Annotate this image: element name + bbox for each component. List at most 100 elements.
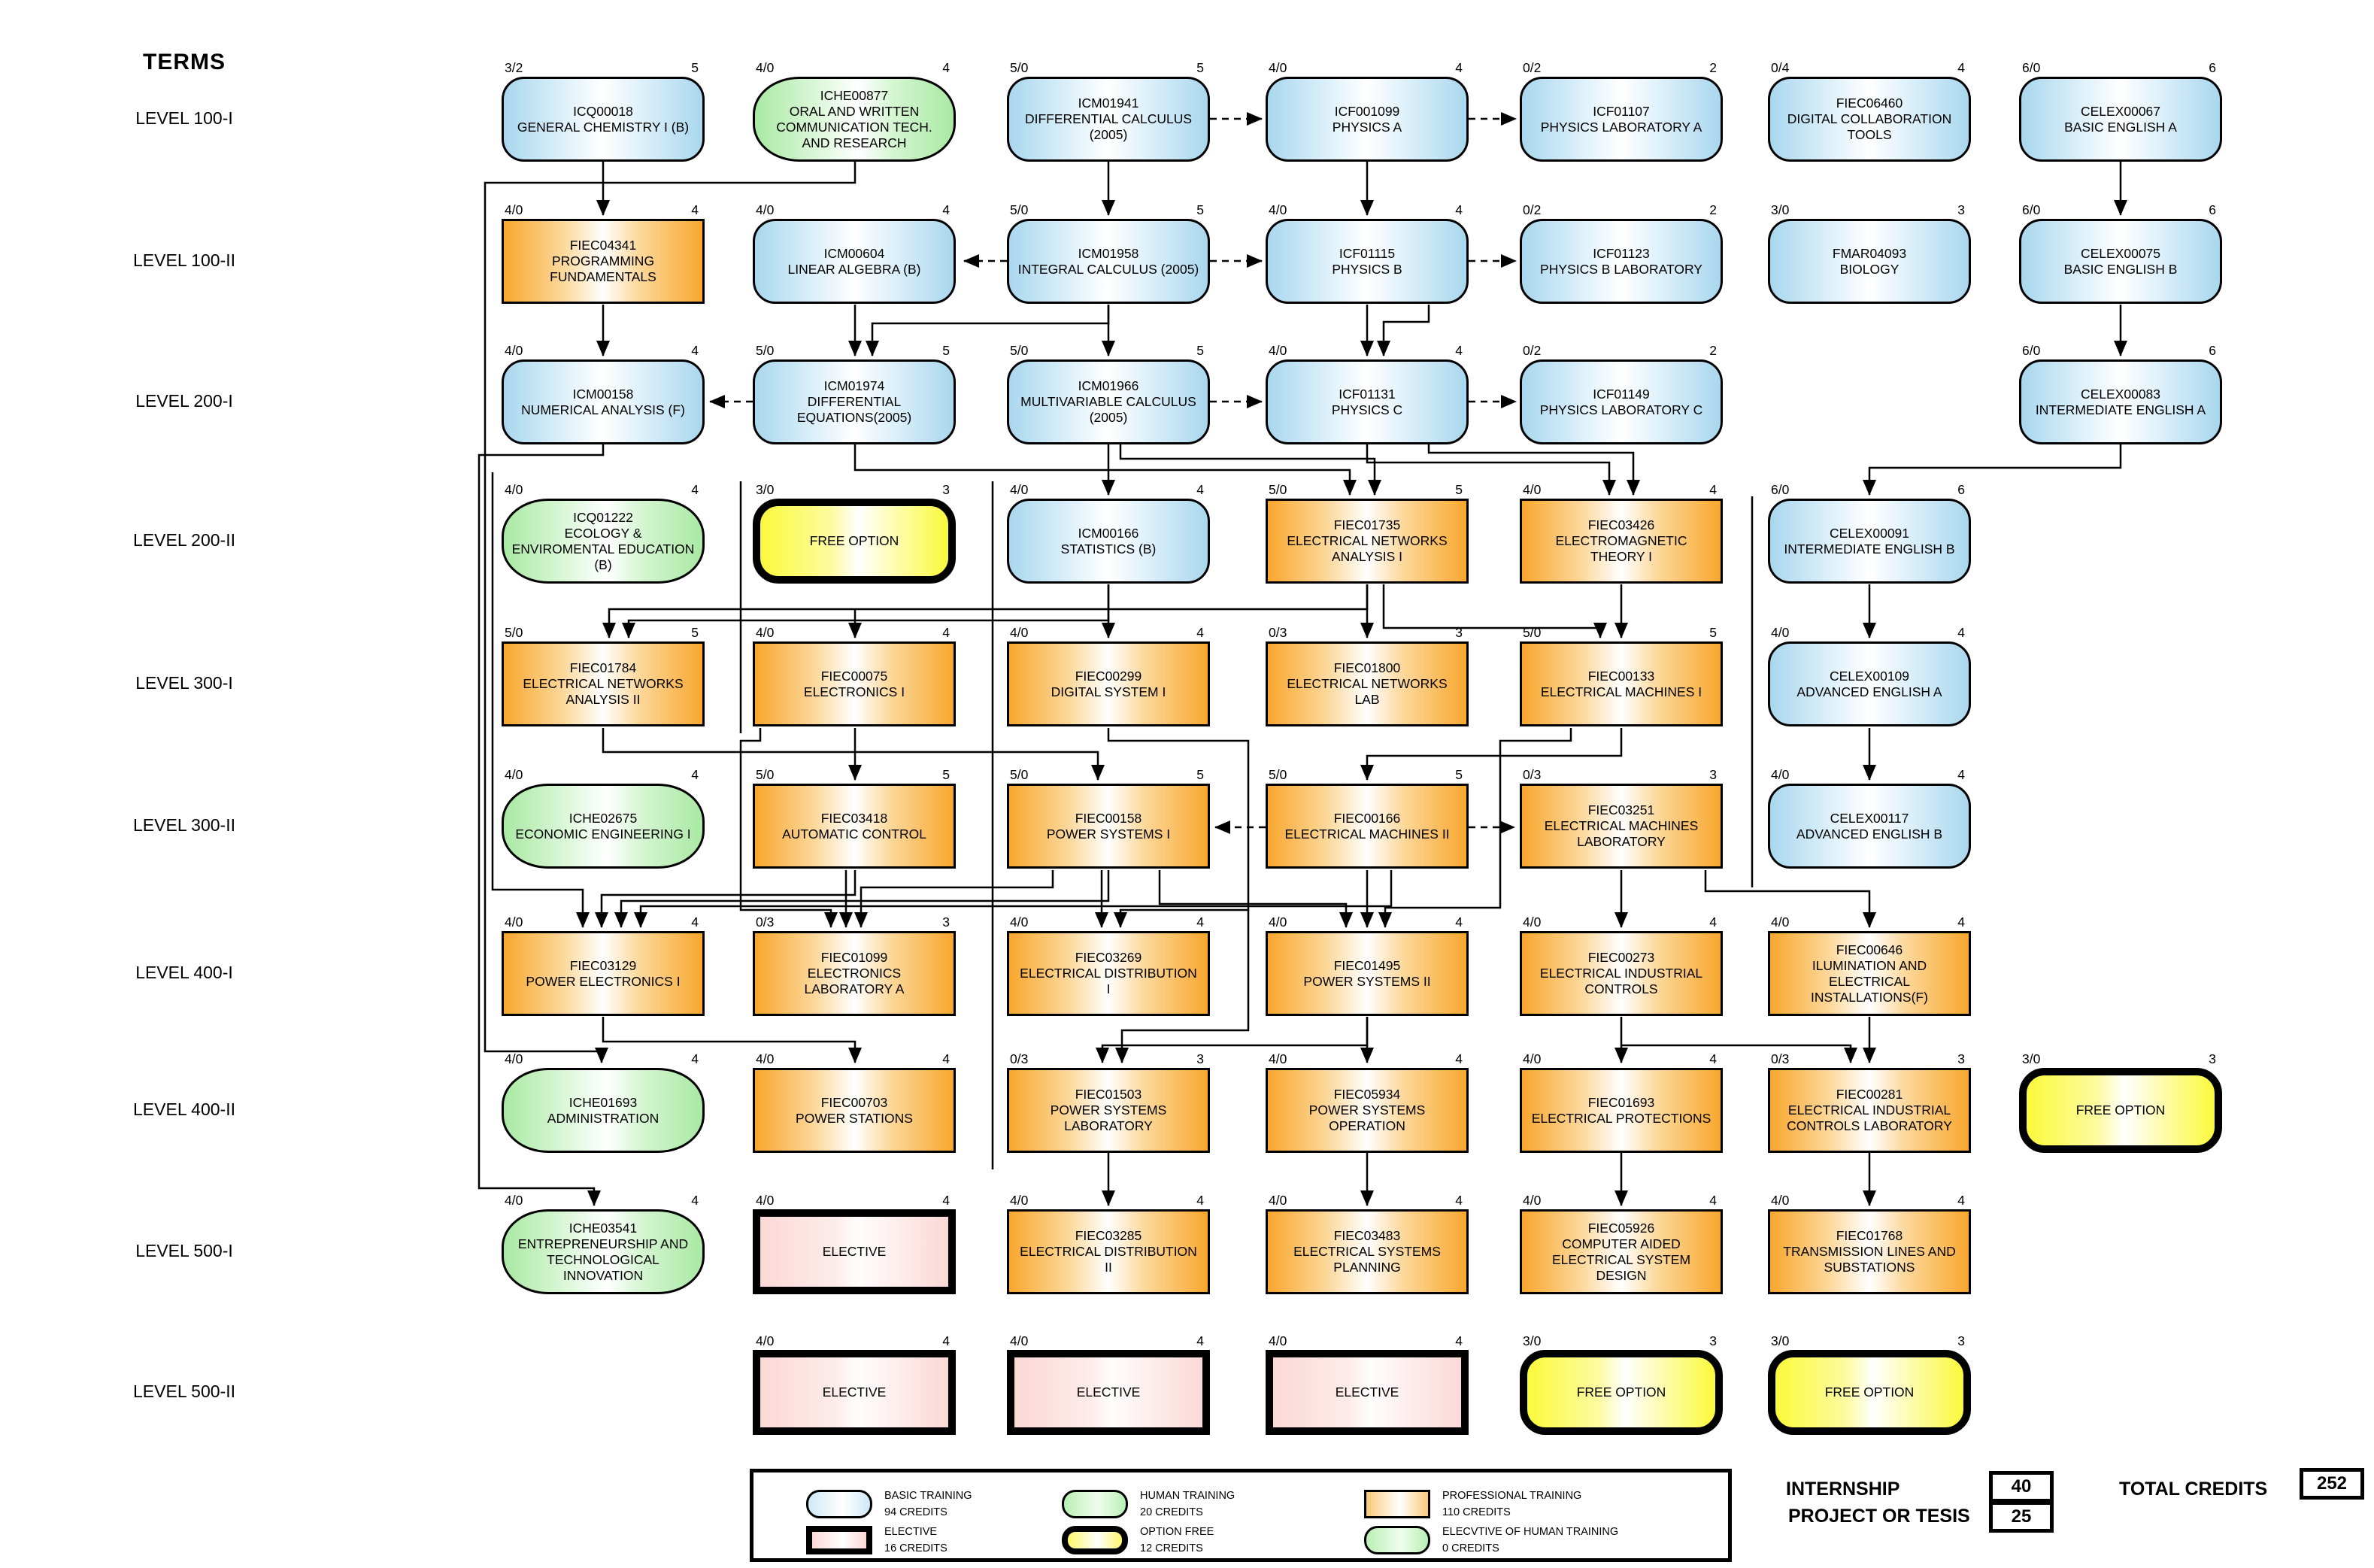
level-label: LEVEL 300-I — [135, 673, 233, 693]
course-hours: 3/2 — [505, 60, 523, 75]
course-body: FIEC05934 POWER SYSTEMS OPERATION — [1266, 1068, 1469, 1153]
legend-item-elective-human-training: ELECVTIVE OF HUMAN TRAINING 0 CREDITS — [1364, 1524, 1618, 1557]
course-FIEC03418: 5/0 5 FIEC03418 AUTOMATIC CONTROL — [753, 764, 956, 869]
course-hours: 0/4 — [1771, 60, 1790, 75]
course-body: ICM00166 STATISTICS (B) — [1007, 499, 1210, 584]
course-hours: 4/0 — [1010, 1333, 1029, 1348]
course-title: NUMERICAL ANALYSIS (F) — [521, 402, 685, 417]
course-credits: 4 — [1455, 1193, 1463, 1208]
course-credits: 3 — [1957, 1333, 1965, 1348]
course-hours: 4/0 — [1269, 1193, 1287, 1208]
course-hours: 4/0 — [505, 1193, 523, 1208]
course-hours: 4/0 — [756, 625, 775, 640]
course-meta: 4/0 4 — [502, 1048, 705, 1068]
course-meta: 4/0 4 — [502, 911, 705, 931]
course-code: FIEC04341 — [569, 238, 637, 253]
course-hours: 3/0 — [2022, 1051, 2041, 1066]
course-credits: 4 — [1709, 1051, 1717, 1066]
course-CELEX00091: 6/0 6 CELEX00091 INTERMEDIATE ENGLISH B — [1768, 479, 1971, 584]
course-credits: 4 — [942, 60, 950, 75]
course-code: FIEC05934 — [1333, 1087, 1401, 1102]
course-meta: 4/0 4 — [1768, 622, 1971, 641]
course-body: FIEC00299 DIGITAL SYSTEM I — [1007, 641, 1210, 726]
course-code: FIEC00133 — [1587, 668, 1655, 684]
course-title: ELECTRICAL SYSTEMS PLANNING — [1293, 1244, 1441, 1275]
course-hours: 4/0 — [1523, 1193, 1542, 1208]
course-title: PROGRAMMING FUNDAMENTALS — [550, 253, 656, 284]
course-title: ENTREPRENEURSHIP AND TECHNOLOGICAL INNOV… — [517, 1236, 689, 1283]
course-body: FIEC00703 POWER STATIONS — [753, 1068, 956, 1153]
project-or-tesis-label: PROJECT OR TESIS — [1788, 1506, 1970, 1527]
course-meta: 5/0 5 — [1266, 479, 1469, 499]
course-credits: 4 — [942, 1333, 950, 1348]
course-hours: 4/0 — [1269, 1051, 1287, 1066]
course-meta: 0/3 3 — [1768, 1048, 1971, 1068]
course-meta: 4/0 4 — [502, 1190, 705, 1209]
level-label: LEVEL 300-II — [133, 815, 235, 835]
course-hours: 4/0 — [1523, 914, 1542, 930]
course-body: ICM01974 DIFFERENTIAL EQUATIONS(2005) — [753, 359, 956, 444]
course-body: FREE OPTION — [1768, 1350, 1971, 1435]
course-body: CELEX00117 ADVANCED ENGLISH B — [1768, 784, 1971, 869]
course-body: ICF01107 PHYSICS LABORATORY A — [1520, 77, 1723, 162]
course-credits: 4 — [691, 767, 699, 782]
course-title: ILUMINATION AND ELECTRICAL INSTALLATIONS… — [1811, 957, 1928, 1005]
course-credits: 5 — [1196, 202, 1204, 217]
course-hours: 4/0 — [505, 202, 523, 217]
course-meta: 4/0 4 — [1520, 1190, 1723, 1209]
legend-credits: 20 CREDITS — [1140, 1506, 1203, 1519]
course-meta: 4/0 4 — [753, 1048, 956, 1068]
course-credits: 4 — [691, 1193, 699, 1208]
course-body: FIEC01784 ELECTRICAL NETWORKS ANALYSIS I… — [502, 641, 705, 726]
course-body: ICHE00877 ORAL AND WRITTEN COMMUNICATION… — [753, 77, 956, 162]
course-title: PHYSICS LABORATORY C — [1539, 402, 1703, 417]
course-title: FREE OPTION — [809, 533, 899, 548]
project-or-tesis-value: 25 — [1989, 1501, 2054, 1533]
course-body: FIEC01099 ELECTRONICS LABORATORY A — [753, 931, 956, 1016]
course-credits: 5 — [1455, 482, 1463, 497]
course-hours: 4/0 — [1010, 482, 1029, 497]
course-code: ICF01123 — [1593, 245, 1650, 261]
course-title: ADVANCED ENGLISH A — [1796, 684, 1942, 699]
course-body: ICF01123 PHYSICS B LABORATORY — [1520, 219, 1723, 304]
course-code: FIEC00158 — [1075, 810, 1142, 826]
terms-title: TERMS — [143, 50, 226, 74]
course-meta: 4/0 4 — [1266, 57, 1469, 77]
course-credits: 6 — [2209, 60, 2216, 75]
course-credits: 5 — [1196, 767, 1204, 782]
level-label: LEVEL 100-I — [135, 108, 233, 128]
course-FIEC03285: 4/0 4 FIEC03285 ELECTRICAL DISTRIBUTION … — [1007, 1190, 1210, 1294]
course-code: FIEC03269 — [1075, 950, 1142, 965]
course-FIEC01495: 4/0 4 FIEC01495 POWER SYSTEMS II — [1266, 911, 1469, 1016]
course-hours: 4/0 — [1771, 1193, 1790, 1208]
course-meta: 0/3 3 — [753, 911, 956, 931]
legend-label: BASIC TRAINING — [884, 1490, 972, 1502]
course-meta: 4/0 4 — [1007, 622, 1210, 641]
course-body: FIEC00133 ELECTRICAL MACHINES I — [1520, 641, 1723, 726]
course-body: FIEC01800 ELECTRICAL NETWORKS LAB — [1266, 641, 1469, 726]
course-meta: 5/0 5 — [1007, 199, 1210, 219]
course-body: CELEX00109 ADVANCED ENGLISH A — [1768, 641, 1971, 726]
course-code: FIEC03483 — [1333, 1228, 1401, 1243]
course-title: POWER ELECTRONICS I — [526, 973, 681, 989]
course-hours: 5/0 — [1010, 202, 1029, 217]
course-code: CELEX00067 — [2080, 103, 2161, 119]
course-meta: 3/2 5 — [502, 57, 705, 77]
course-credits: 5 — [1455, 767, 1463, 782]
course-hours: 4/0 — [505, 482, 523, 497]
course-title: ELECTRONICS LABORATORY A — [804, 966, 905, 996]
course-FMAR04093: 3/0 3 FMAR04093 BIOLOGY — [1768, 199, 1971, 304]
course-ICF01115: 4/0 4 ICF01115 PHYSICS B — [1266, 199, 1469, 304]
course-code: FIEC01099 — [820, 950, 888, 965]
course-hours: 4/0 — [505, 1051, 523, 1066]
legend-credits: 110 CREDITS — [1442, 1506, 1511, 1519]
legend-credits: 16 CREDITS — [884, 1542, 947, 1555]
course-credits: 4 — [1957, 914, 1965, 930]
course-meta: 0/3 3 — [1520, 764, 1723, 784]
course-hours: 6/0 — [1771, 482, 1790, 497]
course-credits: 4 — [691, 343, 699, 358]
course-credits: 4 — [1455, 914, 1463, 930]
course-code: ICF01107 — [1593, 103, 1650, 119]
course-body: FMAR04093 BIOLOGY — [1768, 219, 1971, 304]
course-meta: 3/0 3 — [1520, 1330, 1723, 1350]
